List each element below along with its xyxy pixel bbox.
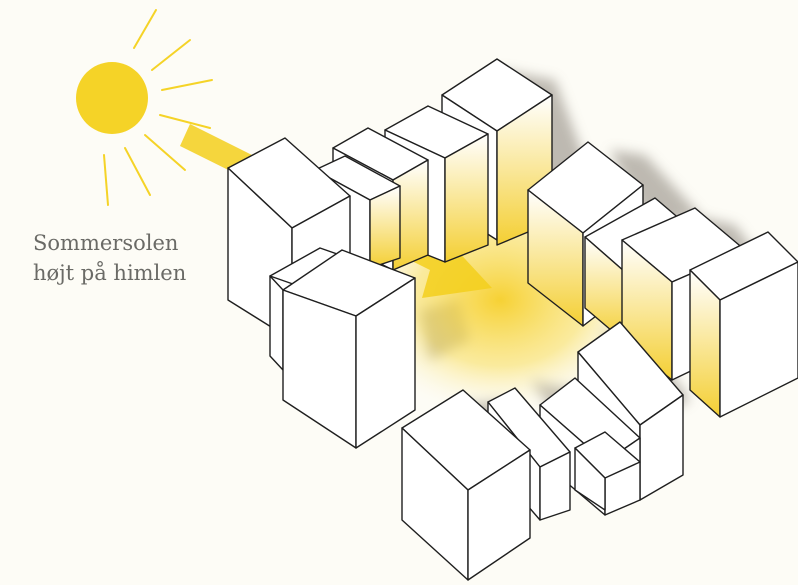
sun-rays: [103, 9, 213, 206]
building-left-front: [269, 247, 416, 449]
sun-icon: [76, 62, 148, 134]
building-front-left: [401, 389, 531, 581]
buildings: [227, 58, 798, 581]
caption-line-1: Sommersolen: [33, 231, 179, 255]
building-right-front: [689, 231, 798, 418]
caption-line-2: højt på himlen: [33, 261, 187, 285]
caption: Sommersolen højt på himlen: [33, 228, 186, 288]
building-front-right-c: [574, 431, 641, 511]
